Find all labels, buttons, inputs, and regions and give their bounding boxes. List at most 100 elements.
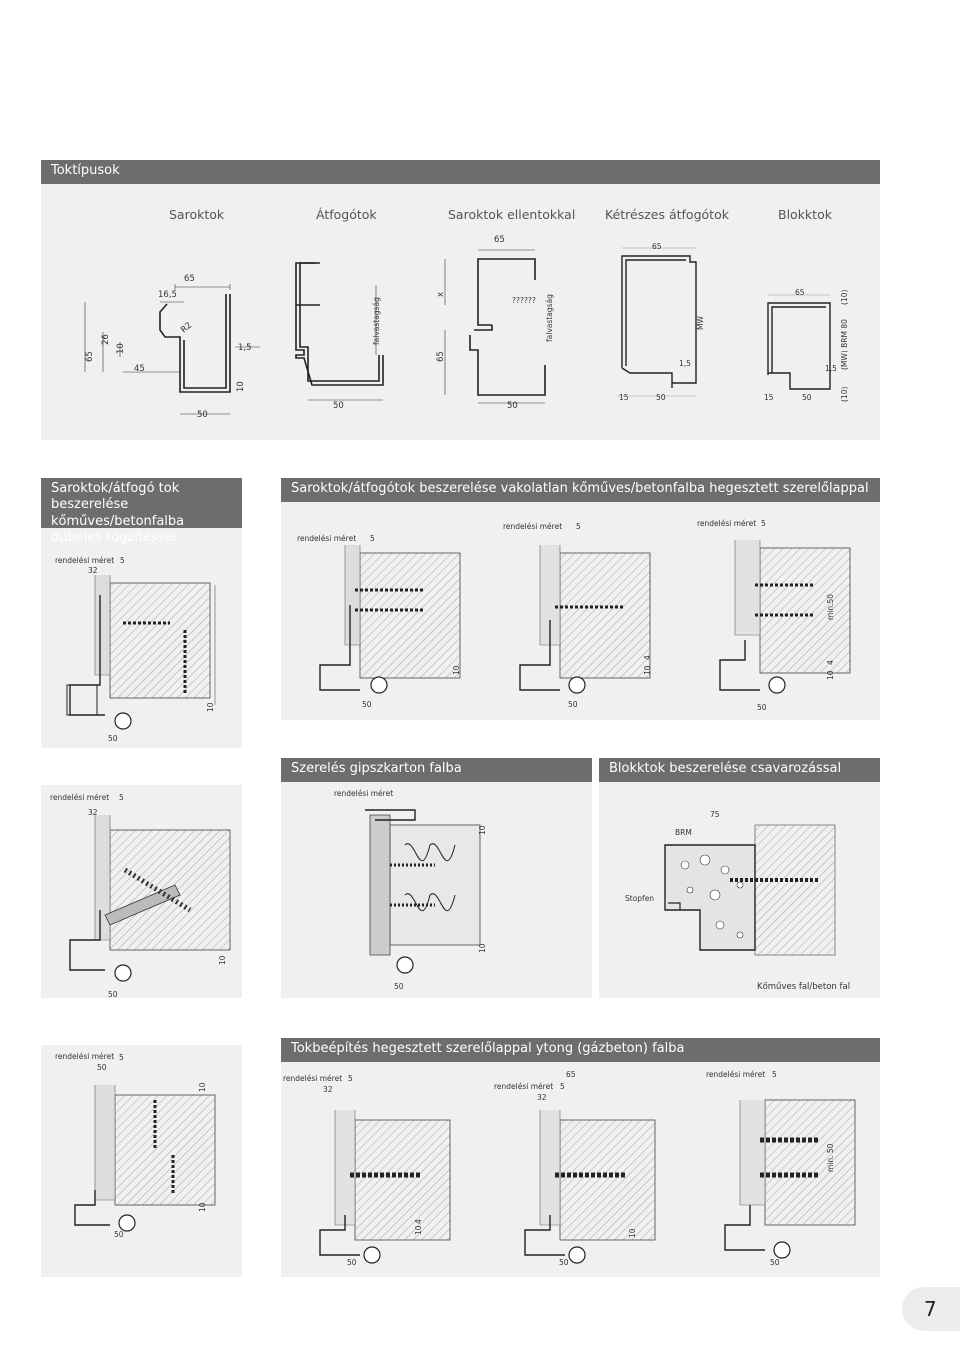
section-title-dubeles: Saroktok/átfogó tok beszerelése kőműves/… [41, 478, 242, 545]
s3d3-wall-label: Kőműves fal/beton fal [757, 982, 851, 992]
s4d2-rendelesi-label: rendelési méret [283, 1074, 343, 1083]
ytong-install-drawing-2 [524, 1110, 656, 1264]
dim-ellentok-x: x [436, 291, 446, 297]
s4d2-dim-4: 4 [414, 1219, 423, 1224]
szerelolap-install-drawing-3 [719, 540, 851, 694]
dim-saroktok-45: 45 [134, 364, 145, 374]
toktipusok-title: Toktípusok [51, 163, 120, 178]
dim-blokktok-1-5: 1,5 [825, 364, 837, 373]
s4d1-dim-50-top: 50 [97, 1063, 107, 1072]
s3d3-stopfen-label: Stopfen [625, 894, 655, 903]
s3d1-dim-10: 10 [218, 955, 227, 965]
dim-ellentok-65-left: 65 [436, 351, 446, 362]
ellentok-profile-drawing [444, 249, 546, 404]
dim-ketreszes-50: 50 [656, 393, 666, 402]
s4d4-dim-5: 5 [772, 1070, 777, 1079]
s2d3-dim-4: 4 [643, 655, 652, 660]
dubeles-title: Saroktok/átfogó tok beszerelése kőműves/… [51, 481, 185, 545]
ketreszes-profile-drawing [617, 247, 697, 397]
dim-blokktok-15: 15 [764, 393, 774, 402]
s3d3-brm-label: BRM [675, 828, 692, 837]
type-label-saroktok-ellentokkal: Saroktok ellentokkal [448, 207, 576, 222]
dim-ketreszes-15: 15 [619, 393, 629, 402]
page-number-text: 7 [924, 1297, 937, 1321]
section-title-blokk: Blokktok beszerelése csavarozással [599, 758, 880, 782]
dim-atfogotok-falvastagsag: falvastagság [372, 297, 381, 345]
s2d1-dim-32: 32 [88, 566, 98, 575]
dim-blokktok-10-bottom: (10) [840, 386, 849, 402]
saroktok-profile-drawing [84, 284, 260, 415]
s2d4-dim-4: 4 [826, 660, 835, 665]
s2d4-dim-10: 10 [826, 670, 835, 680]
dim-saroktok-16-5: 16,5 [158, 290, 177, 300]
dim-saroktok-50: 50 [197, 410, 208, 420]
s3-install-drawing-1 [69, 815, 231, 982]
s2d2-dim-50: 50 [362, 700, 372, 709]
s3d3-dim-75: 75 [710, 810, 720, 819]
dim-blokktok-50: 50 [802, 393, 812, 402]
s4d2-dim-5: 5 [348, 1074, 353, 1083]
s2d2-dim-5: 5 [370, 534, 375, 543]
s4d3-dim-65: 65 [566, 1070, 576, 1079]
s4d2-dim-50: 50 [347, 1258, 357, 1267]
dim-ketreszes-1-5: 1,5 [679, 359, 691, 368]
section-title-gipsz: Szerelés gipszkarton falba [281, 758, 592, 782]
type-label-atfogotok: Átfogótok [316, 207, 377, 222]
s2d4-dim-5: 5 [761, 519, 766, 528]
dim-ellentok-50: 50 [507, 401, 518, 411]
dim-blokktok-brm: (MW) BRM 80 [840, 319, 849, 370]
s4d2-dim-32: 32 [323, 1085, 333, 1094]
s4d3-dim-50: 50 [559, 1258, 569, 1267]
s2d4-min50: min.50 [826, 593, 835, 620]
s2d3-dim-10: 10 [643, 665, 652, 675]
s2d4-dim-50: 50 [757, 703, 767, 712]
gipsz-install-drawing [365, 809, 481, 974]
s3d1-rendelesi-label: rendelési méret [50, 793, 110, 802]
s2d3-rendelesi-label: rendelési méret [503, 522, 563, 531]
dim-saroktok-1-5: 1,5 [238, 343, 252, 353]
s2d2-dim-10: 10 [452, 665, 461, 675]
s2d1-dim-10: 10 [206, 702, 215, 712]
dim-ellentok-65: 65 [494, 235, 505, 245]
s2d1-rendelesi-label: rendelési méret [55, 556, 115, 565]
blokk-title: Blokktok beszerelése csavarozással [609, 761, 842, 776]
s2d1-dim-5: 5 [120, 556, 125, 565]
szerelolap-title: Saroktok/átfogótok beszerelése vakolatla… [291, 481, 869, 496]
atfogotok-profile-drawing [295, 262, 384, 401]
s4d3-dim-32: 32 [537, 1093, 547, 1102]
dim-saroktok-65-left: 65 [85, 351, 95, 362]
s4d4-dim-50: 50 [770, 1258, 780, 1267]
type-label-ketreszes-atfogotok: Kétrészes átfogótok [605, 207, 729, 222]
s4d3-rendelesi-label: rendelési méret [494, 1082, 554, 1091]
section-title-szerelolap: Saroktok/átfogótok beszerelése vakolatla… [281, 478, 880, 502]
s3d2-rendelesi-label: rendelési méret [334, 789, 394, 798]
s4d4-rendelesi-label: rendelési méret [706, 1070, 766, 1079]
s4d4-min50: min. 50 [826, 1143, 835, 1172]
gipsz-title: Szerelés gipszkarton falba [291, 761, 462, 776]
s4d2-dim-10: 10 [414, 1225, 423, 1235]
dim-ellentok-falvastagsag: falvastagság [545, 294, 554, 342]
section-title-ytong: Tokbeépítés hegesztett szerelőlappal yto… [281, 1038, 880, 1062]
s3d1-dim-50: 50 [108, 990, 118, 999]
szerelolap-install-drawing-2 [519, 545, 651, 694]
dim-saroktok-10: 10 [116, 343, 126, 354]
dim-atfogotok-50: 50 [333, 401, 344, 411]
s2d1-dim-50: 50 [108, 734, 118, 743]
dim-ketreszes-mw: MW [696, 316, 705, 330]
blokk-install-drawing [664, 824, 836, 956]
section-title-toktipusok: Toktípusok [41, 160, 880, 184]
dim-saroktok-10-right: 10 [236, 381, 246, 392]
type-label-blokktok: Blokktok [778, 207, 832, 222]
dim-saroktok-26: 26 [101, 334, 111, 345]
ytong-install-drawing-3 [724, 1099, 856, 1259]
s4d3-dim-10: 10 [628, 1228, 637, 1238]
section-tok-types [41, 160, 880, 440]
dim-ellentok-question: ?????? [512, 296, 536, 305]
dim-blokktok-10-top: (10) [840, 289, 849, 305]
page-number: 7 [902, 1287, 960, 1331]
s3d1-dim-5: 5 [119, 793, 124, 802]
s3d2-dim-50: 50 [394, 982, 404, 991]
dim-saroktok-65-top: 65 [184, 274, 195, 284]
s3d1-dim-32: 32 [88, 808, 98, 817]
ytong-install-drawing-1 [319, 1110, 451, 1264]
